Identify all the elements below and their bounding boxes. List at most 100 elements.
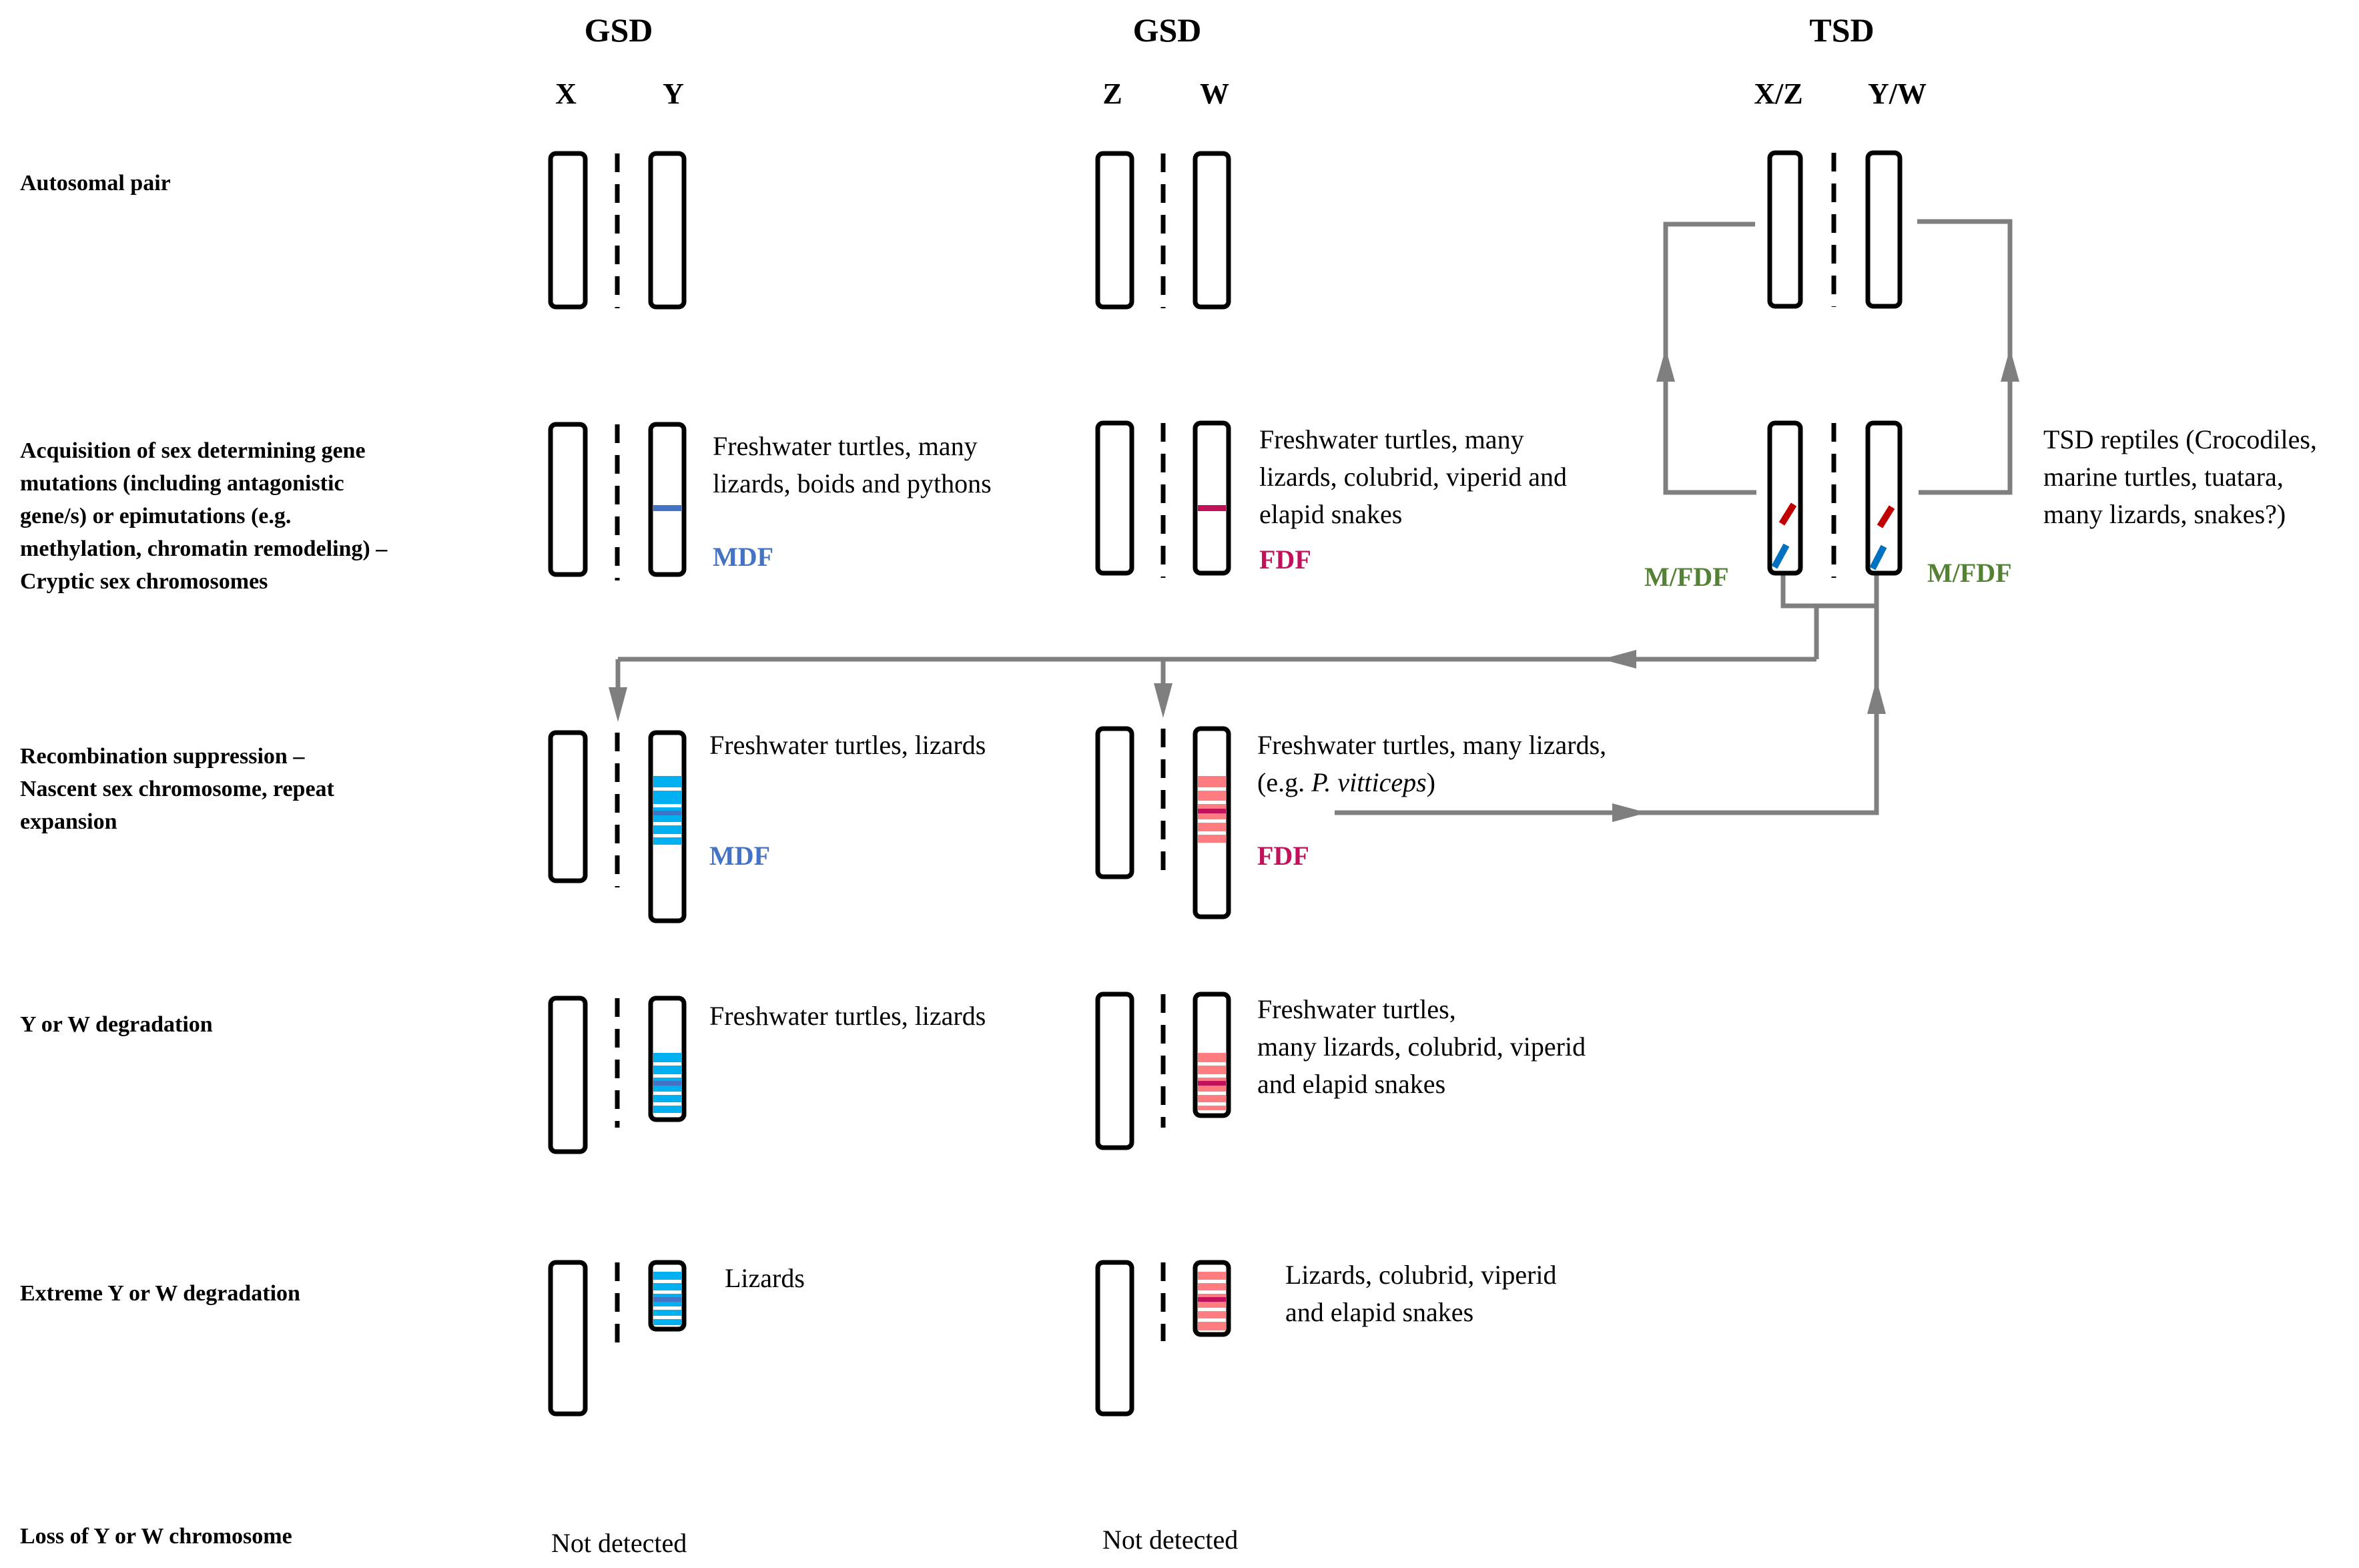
arrow-head-up-right (2001, 348, 2019, 382)
header-gsd-zw: GSD (1133, 11, 1202, 49)
tsd-blue-mark (1771, 543, 1790, 569)
repeat-stripe (653, 787, 681, 791)
note-line: Lizards, colubrid, viperid (1285, 1260, 1557, 1290)
fdf-label: FDF (1259, 544, 1311, 574)
header-gsd-xy: GSD (585, 11, 653, 49)
chromosome-x (548, 996, 588, 1154)
note-zw-nascent: Freshwater turtles, many lizards, (e.g. … (1257, 730, 1613, 797)
repeat-stripe (1198, 831, 1226, 835)
note-line: Freshwater turtles, lizards (709, 1001, 986, 1031)
repeat-stripe (653, 822, 681, 825)
note-line: (e.g. P. vitticeps) (1257, 767, 1435, 797)
mdf-band (653, 505, 681, 511)
repeat-stripe (653, 1290, 681, 1294)
note-line: Freshwater turtles, (1257, 994, 1456, 1024)
stage-label-degradation: Y or W degradation (20, 1012, 213, 1037)
chromosome-xz (1767, 420, 1803, 576)
stage-label-line: Y or W degradation (20, 1012, 213, 1037)
mfdf-label-left: M/FDF (1644, 562, 1729, 592)
chromosome-yw (1865, 420, 1903, 576)
chromosome-x (548, 1260, 588, 1417)
note-line: Freshwater turtles, lizards (709, 730, 986, 760)
note-tsd: TSD reptiles (Crocodiles, marine turtles… (2043, 424, 2324, 529)
stage-label-line: expansion (20, 809, 117, 834)
stage-label-line: Cryptic sex chromosomes (20, 569, 268, 594)
mfdf-label-right: M/FDF (1927, 558, 2012, 588)
note-line: elapid snakes (1259, 499, 1402, 529)
repeat-stripe (653, 804, 681, 807)
arrow-head-up-left (1656, 348, 1675, 382)
subheader-z: Z (1102, 77, 1122, 110)
chromosome-x (548, 422, 588, 577)
tsd-red-mark (1877, 505, 1895, 528)
note-line: many lizards, colubrid, viperid (1257, 1032, 1586, 1062)
chromosome-w (1193, 151, 1231, 310)
repeat-stripe (653, 1074, 681, 1078)
stage-label-line: mutations (including antagonistic (20, 471, 344, 496)
stage-label-loss: Loss of Y or W chromosome (20, 1524, 292, 1549)
note-line: Freshwater turtles, many (1259, 424, 1524, 454)
note-line: lizards, boids and pythons (713, 468, 992, 498)
arrow-head-up-reversal (1867, 679, 1886, 714)
flow-arrows (609, 219, 2019, 822)
tsd-blue-mark (1869, 544, 1887, 570)
repeat-stripe (1198, 1308, 1226, 1311)
stage-label-line: Extreme Y or W degradation (20, 1281, 300, 1306)
note-zw-cryptic: Freshwater turtles, many lizards, colubr… (1259, 424, 1574, 529)
repeat-stripe (1198, 1290, 1226, 1294)
chromosome-z (1095, 420, 1134, 576)
stage-label-recombination: Recombination suppression – Nascent sex … (20, 744, 340, 834)
repeat-stripe (653, 1092, 681, 1095)
mdf-band (653, 1081, 681, 1086)
column-headers: GSD GSD TSD X Y Z W X/Z Y/W (555, 11, 1927, 110)
fdf-band (1198, 809, 1226, 813)
stage-label-line: methylation, chromatin remodeling) – (20, 536, 388, 561)
repeat-stripe (1198, 1280, 1226, 1283)
stage-label-line: Recombination suppression – (20, 744, 305, 769)
repeat-stripe (1198, 1318, 1226, 1322)
stage-label-line: Loss of Y or W chromosome (20, 1524, 292, 1549)
repeat-stripe (653, 1280, 681, 1283)
arrow-head-left (1602, 650, 1636, 669)
fdf-band (1198, 1081, 1226, 1086)
note-text: (e.g. (1257, 767, 1311, 797)
note-zw-loss: Not detected (1102, 1525, 1238, 1555)
mdf-label: MDF (709, 841, 770, 871)
note-line: many lizards, snakes?) (2043, 499, 2286, 529)
note-line: and elapid snakes (1257, 1069, 1445, 1099)
chromosome-x (548, 730, 588, 883)
stage-label-line: Nascent sex chromosome, repeat (20, 777, 335, 801)
repeat-stripe (1198, 819, 1226, 823)
stage-labels: Autosomal pair Acquisition of sex determ… (20, 171, 388, 1549)
chromosome-xz (1767, 150, 1803, 309)
repeat-stripe (1198, 787, 1226, 791)
reversal-line (1335, 606, 1879, 815)
zw-notes: Freshwater turtles, many lizards, colubr… (1102, 424, 1613, 1555)
stage-label-autosomal: Autosomal pair (20, 171, 171, 195)
stage-label-line: Autosomal pair (20, 171, 171, 195)
repeat-stripe (653, 1062, 681, 1066)
note-xy-cryptic: Freshwater turtles, many lizards, boids … (713, 431, 992, 498)
subheader-yw: Y/W (1868, 77, 1927, 110)
subheader-w: W (1200, 77, 1229, 110)
repeat-stripe (1198, 1062, 1226, 1066)
fdf-band (1198, 1297, 1226, 1302)
chromosome-y (648, 422, 687, 577)
repeat-stripe (653, 834, 681, 837)
fdf-band (1198, 505, 1226, 511)
chromosome-z (1095, 151, 1134, 310)
note-xy-nascent: Freshwater turtles, lizards (709, 730, 986, 760)
note-line: Freshwater turtles, many (713, 431, 978, 461)
note-line: Freshwater turtles, many lizards, (1257, 730, 1606, 760)
mdf-label: MDF (713, 542, 773, 572)
subheader-xz: X/Z (1754, 77, 1802, 110)
chromosome-z (1095, 1260, 1134, 1417)
tsd-notes: TSD reptiles (Crocodiles, marine turtles… (1644, 424, 2324, 592)
stage-label-line: Acquisition of sex determining gene (20, 438, 366, 463)
chromosome-yw (1865, 150, 1903, 309)
tsd-red-mark (1778, 502, 1797, 526)
chromosome-z (1095, 726, 1134, 879)
note-zw-extreme: Lizards, colubrid, viperid and elapid sn… (1285, 1260, 1564, 1327)
note-line: marine turtles, tuatara, (2043, 462, 2284, 492)
mdf-band (653, 811, 681, 815)
